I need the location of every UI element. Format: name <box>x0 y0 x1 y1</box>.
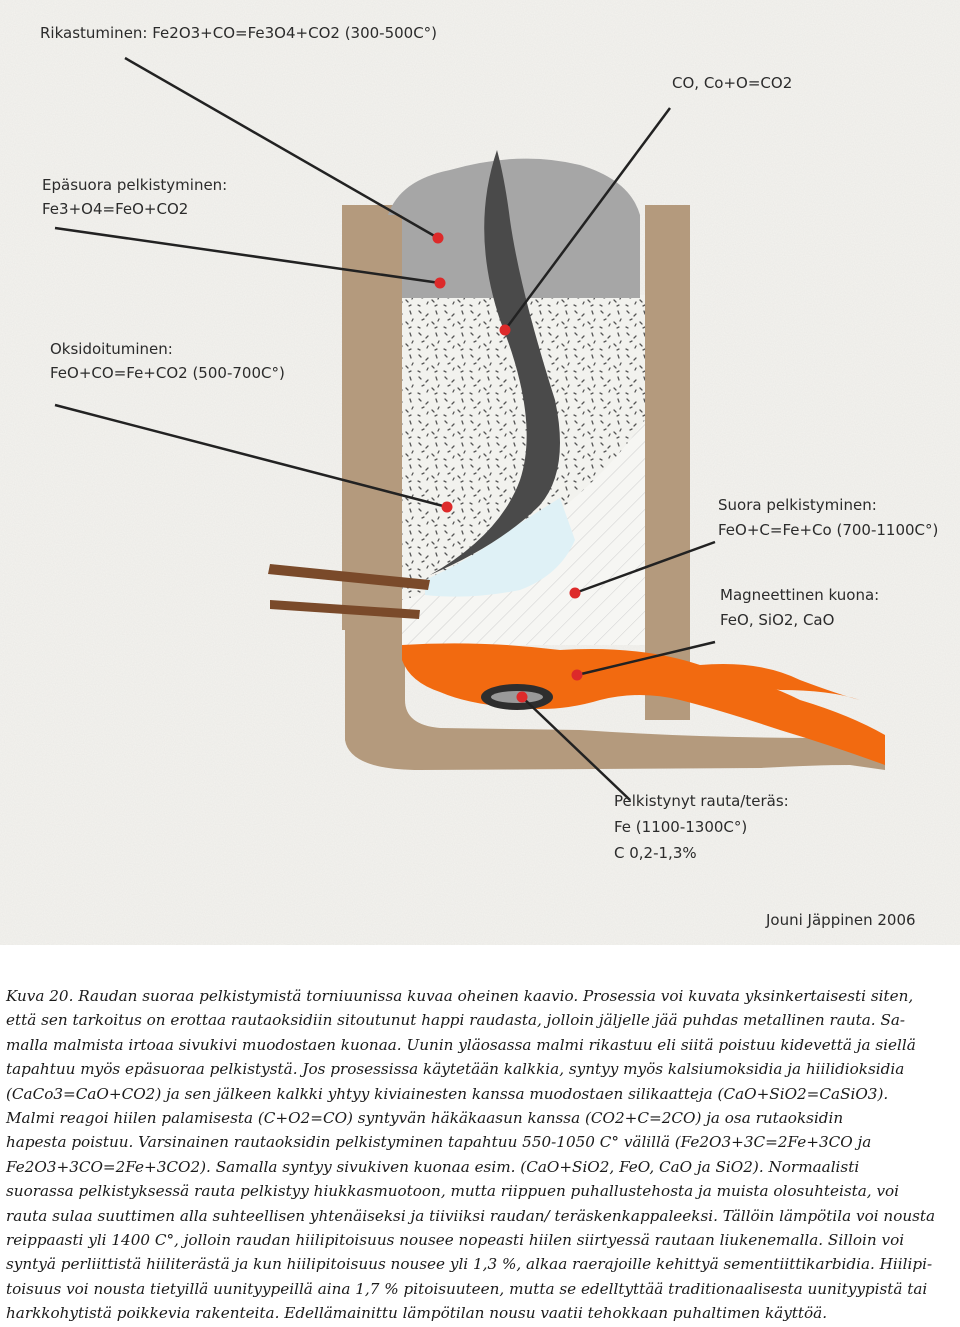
label-epasuora-title: Epäsuora pelkistyminen: <box>42 176 227 194</box>
label-rauta-formula: Fe (1100-1300C°) <box>614 818 747 836</box>
label-suora-title: Suora pelkistyminen: <box>718 496 877 514</box>
caption-text: malla malmista irtoaa sivukivi muodostae… <box>6 1035 916 1054</box>
label-author: Jouni Jäppinen 2006 <box>765 911 916 929</box>
caption-line: rauta sulaa suuttimen alla suhteellisen … <box>6 1204 956 1228</box>
furnace-diagram: Rikastuminen: Fe2O3+CO=Fe3O4+CO2 (300-50… <box>0 0 960 945</box>
caption-text: syntyä perliittistä hiiliterästä ja kun … <box>6 1255 875 1274</box>
label-kuona-formula: FeO, SiO2, CaO <box>720 611 834 629</box>
leader-line-rauta <box>521 696 631 801</box>
label-rauta-carbon: C 0,2-1,3% <box>614 844 697 862</box>
caption-line: harkkohytistä poikkevia rakenteita. Edel… <box>6 1301 956 1325</box>
charcoal-plume <box>430 150 560 575</box>
furnace-diagram-svg: Rikastuminen: Fe2O3+CO=Fe3O4+CO2 (300-50… <box>0 0 960 945</box>
caption-text: Varsinainen rautaoksidin pelkistyminen t… <box>133 1133 872 1152</box>
label-rauta-title: Pelkistynyt rauta/teräs: <box>614 792 789 810</box>
markers <box>432 232 583 703</box>
marker-dot-3 <box>499 324 511 336</box>
caption-text: Silloin voi <box>823 1231 905 1250</box>
leader-line-rikastuminen <box>124 56 439 240</box>
caption-line: suorassa pelkistyksessä rauta pelkistyy … <box>6 1179 956 1203</box>
caption-text: Kuva 20. Raudan suoraa pelkistymistä tor… <box>6 987 914 1005</box>
label-suora-formula: FeO+C=Fe+Co (700-1100C°) <box>718 521 938 539</box>
label-oksidoituminen-title: Oksidoituminen: <box>50 340 173 358</box>
caption-text: tapahtuu myös epäsuoraa pelkistystä. <box>6 1060 298 1079</box>
caption-line: (CaCo3=CaO+CO2) ja sen jälkeen kalkki yh… <box>6 1082 956 1106</box>
caption-text: Hiilipi- <box>874 1255 933 1274</box>
leader-line-kuona <box>576 640 716 677</box>
caption-line: malla malmista irtoaa sivukivi muodostae… <box>6 1033 956 1057</box>
furnace-right-wall <box>645 205 690 675</box>
caption-text: reippaasti yli 1400 C°, jolloin raudan h… <box>6 1231 824 1250</box>
caption-text: Fe2O3+3CO=2Fe+3CO2). Samalla syntyy sivu… <box>6 1157 764 1176</box>
leader-line-oksidoituminen <box>54 403 448 509</box>
figure-caption: Kuva 20. Raudan suoraa pelkistymistä tor… <box>6 984 956 1326</box>
label-kuona-title: Magneettinen kuona: <box>720 586 879 604</box>
caption-line: reippaasti yli 1400 C°, jolloin raudan h… <box>6 1228 956 1252</box>
caption-text: hapesta poistuu. <box>6 1133 134 1152</box>
caption-line: Kuva 20. Raudan suoraa pelkistymistä tor… <box>6 984 956 1008</box>
caption-line: syntyä perliittistä hiiliterästä ja kun … <box>6 1252 956 1276</box>
label-co-reaction: CO, Co+O=CO2 <box>672 74 792 92</box>
caption-text: Jos prosessissa käytetään kalkkia, synty… <box>297 1060 905 1079</box>
caption-text: Edellämainittu lämpötilan nousu vaatii t… <box>279 1304 828 1323</box>
caption-line: toisuus voi nousta tietyillä uunityypeil… <box>6 1277 956 1301</box>
charge-zone <box>402 295 645 600</box>
label-oksidoituminen-formula: FeO+CO=Fe+CO2 (500-700C°) <box>50 364 285 382</box>
caption-text: Normaalisti <box>763 1157 860 1176</box>
caption-text: toisuus voi nousta tietyillä uunityypeil… <box>6 1279 928 1298</box>
label-epasuora-formula: Fe3+O4=FeO+CO2 <box>42 200 188 218</box>
leader-line-suora <box>574 540 716 595</box>
caption-line: että sen tarkoitus on erottaa rautaoksid… <box>6 1008 956 1032</box>
caption-text: suorassa pelkistyksessä rauta pelkistyy … <box>6 1182 900 1201</box>
furnace-left-wall <box>342 205 402 630</box>
slag-pool <box>402 643 885 765</box>
marker-dot-1 <box>432 232 444 244</box>
caption-line: Malmi reagoi hiilen palamisesta (C+O2=CO… <box>6 1106 956 1130</box>
caption-line: Fe2O3+3CO=2Fe+3CO2). Samalla syntyy sivu… <box>6 1155 956 1179</box>
label-rikastuminen: Rikastuminen: Fe2O3+CO=Fe3O4+CO2 (300-50… <box>40 24 437 42</box>
tuyere-pipe-upper <box>268 564 430 590</box>
ore-layer <box>388 158 640 298</box>
tuyere-pipe-lower <box>270 600 420 619</box>
blast-zone <box>425 498 575 597</box>
caption-text: että sen tarkoitus on erottaa rautaoksid… <box>6 1011 906 1030</box>
caption-text: Tällöin lämpötila voi nousta <box>717 1206 936 1225</box>
marker-dot-5 <box>569 587 581 599</box>
caption-line: hapesta poistuu. Varsinainen rautaoksidi… <box>6 1130 956 1154</box>
leader-lines <box>54 56 716 801</box>
caption-text: harkkohytistä poikkevia rakenteita. <box>6 1304 280 1323</box>
marker-dot-6 <box>571 669 583 681</box>
marker-dot-4 <box>441 501 453 513</box>
furnace-base <box>345 625 885 770</box>
marker-dot-7 <box>516 691 528 703</box>
caption-text: Malmi reagoi hiilen palamisesta (C+O2=CO… <box>6 1109 844 1128</box>
marker-dot-2 <box>434 277 446 289</box>
caption-text: (CaCo3=CaO+CO2) ja sen jälkeen kalkki yh… <box>6 1084 889 1103</box>
slag-drip <box>700 664 860 700</box>
caption-line: tapahtuu myös epäsuoraa pelkistystä. Jos… <box>6 1057 956 1081</box>
leader-line-epasuora <box>54 226 441 285</box>
caption-text: rauta sulaa suuttimen alla suhteellisen … <box>6 1206 718 1225</box>
leader-line-co <box>503 107 672 331</box>
